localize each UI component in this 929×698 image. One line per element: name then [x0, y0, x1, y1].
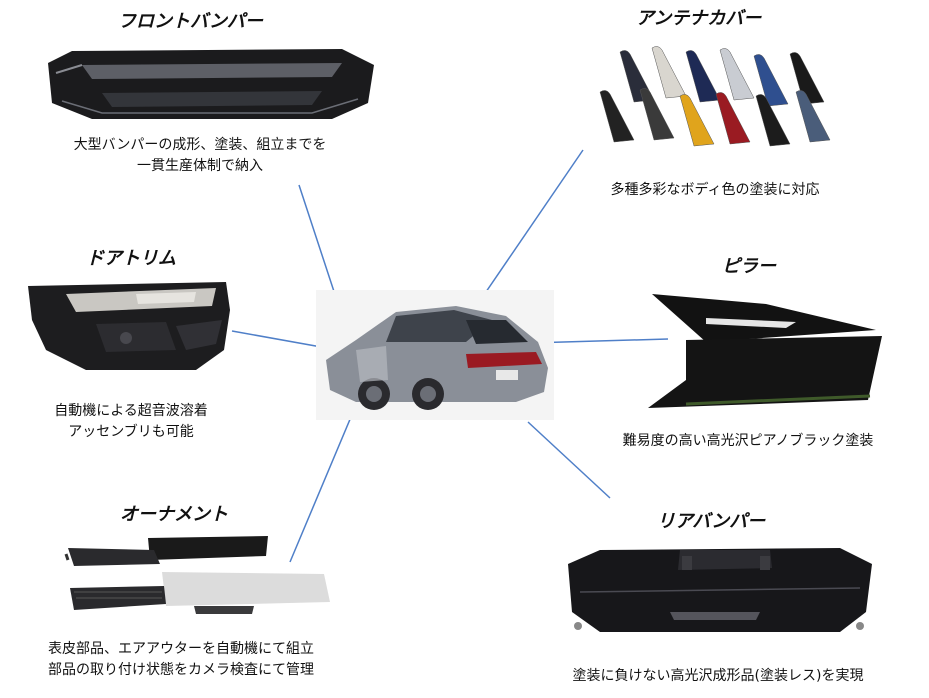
front-bumper-description: 大型バンパーの成形、塗装、組立までを 一貫生産体制で納入 [50, 135, 350, 177]
front-bumper-desc-line: 一貫生産体制で納入 [137, 158, 263, 174]
door-trim-image [28, 282, 230, 370]
antenna-fin [753, 54, 789, 107]
antenna-cover-image [599, 46, 831, 147]
ornament-image [64, 536, 330, 614]
pillar-description: 難易度の高い高光沢ピアノブラック塗装 [608, 431, 888, 452]
pillar-image [648, 294, 882, 408]
antenna-cover-title: アンテナカバー [636, 8, 762, 29]
antenna-fin [755, 94, 791, 147]
pillar-title: ピラー [722, 256, 776, 277]
ornament-desc-line: 表皮部品、エアアウターを自動機にて組立 [48, 641, 314, 657]
antenna-fin [679, 94, 715, 147]
antenna-fin [789, 52, 825, 105]
door-trim-desc-line: 自動機による超音波溶着 [54, 403, 208, 419]
antenna-fin [685, 50, 721, 103]
ornament-title: オーナメント [120, 504, 228, 525]
rear-bumper-desc-line: 塗装に負けない高光沢成形品(塗装レス)を実現 [572, 668, 864, 684]
door-trim-desc-line: アッセンブリも可能 [68, 424, 194, 440]
rear-bumper-title: リアバンパー [657, 511, 766, 532]
rear-bumper-description: 塗装に負けない高光沢成形品(塗装レス)を実現 [548, 666, 888, 687]
antenna-fin [795, 90, 831, 143]
connector-antenna [474, 149, 584, 309]
antenna-fin [719, 48, 755, 101]
ornament-desc-line: 部品の取り付け状態をカメラ検査にて管理 [48, 662, 314, 678]
antenna-fin [639, 88, 675, 141]
front-bumper-image [48, 49, 374, 119]
front-bumper-title: フロントバンパー [118, 11, 263, 32]
connector-rear-bumper [527, 421, 611, 499]
antenna-fin [715, 92, 751, 145]
antenna-cover-desc-line: 多種多彩なボディ色の塗装に対応 [610, 182, 820, 198]
antenna-fin [599, 90, 635, 143]
rear-bumper-image [568, 548, 872, 632]
ornament-description: 表皮部品、エアアウターを自動機にて組立 部品の取り付け状態をカメラ検査にて管理 [26, 639, 336, 681]
door-trim-description: 自動機による超音波溶着 アッセンブリも可能 [36, 401, 226, 443]
pillar-desc-line: 難易度の高い高光沢ピアノブラック塗装 [622, 433, 874, 449]
antenna-cover-description: 多種多彩なボディ色の塗装に対応 [590, 180, 840, 201]
car-image [316, 290, 554, 420]
front-bumper-desc-line: 大型バンパーの成形、塗装、組立までを [73, 137, 327, 153]
antenna-fin [651, 46, 687, 99]
door-trim-title: ドアトリム [86, 248, 176, 269]
